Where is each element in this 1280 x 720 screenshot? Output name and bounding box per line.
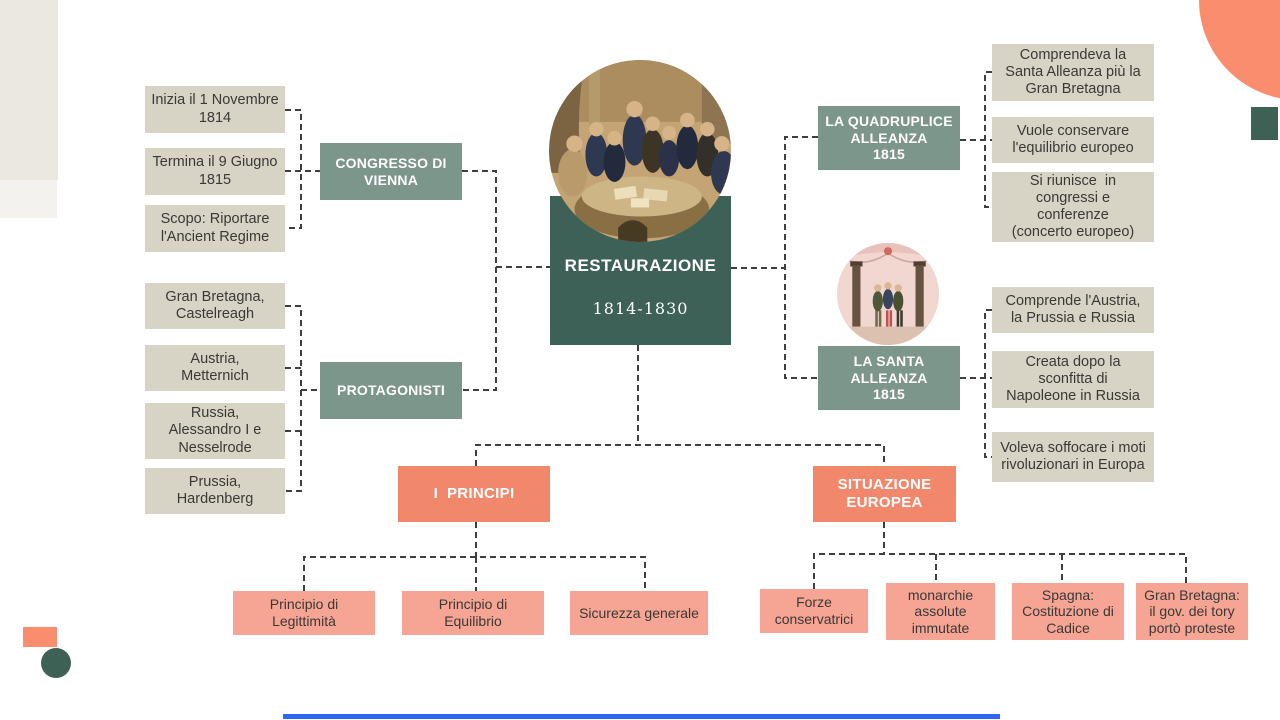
congress-of-vienna-image <box>549 60 731 242</box>
node-scopo-ancient-regime: Scopo: Riportare l'Ancient Regime <box>145 205 285 252</box>
node-vuole-conservare: Vuole conservare l'equilibrio europeo <box>992 117 1154 163</box>
node-comprende-austria: Comprende l'Austria, la Prussia e Russia <box>992 287 1154 333</box>
holy-alliance-image <box>837 243 939 345</box>
node-monarchie-assolute: monarchie assolute immutate <box>886 583 995 640</box>
decor-bottomleft-green-circle <box>41 648 71 678</box>
decor-bottomleft-coral-square <box>23 627 57 647</box>
node-austria-metternich: Austria, Metternich <box>145 345 285 391</box>
node-prussia-hardenberg: Prussia, Hardenberg <box>145 468 285 514</box>
node-inizia-novembre: Inizia il 1 Novembre 1814 <box>145 86 285 133</box>
node-si-riunisce: Si riunisce in congressi e conferenze (c… <box>992 172 1154 242</box>
node-congresso-di-vienna: CONGRESSO DI VIENNA <box>320 143 462 200</box>
node-santa-alleanza: LA SANTA ALLEANZA 1815 <box>818 346 960 410</box>
node-comprendeva-santa-alleanza: Comprendeva la Santa Alleanza più la Gra… <box>992 44 1154 101</box>
node-principio-legittimita: Principio di Legittimità <box>233 591 375 635</box>
node-gran-bretagna-tory: Gran Bretagna: il gov. dei tory portò pr… <box>1136 583 1248 640</box>
node-sicurezza-generale: Sicurezza generale <box>570 591 708 635</box>
video-progress-bar[interactable] <box>283 714 1000 719</box>
decor-topright-green-square <box>1251 107 1278 140</box>
node-termina-giugno: Termina il 9 Giugno 1815 <box>145 148 285 195</box>
node-principio-equilibrio: Principio di Equilibrio <box>402 591 544 635</box>
node-i-principi: I PRINCIPI <box>398 466 550 522</box>
restaurazione-years: 1814-1830 <box>592 299 689 319</box>
node-creata-dopo-sconfitta: Creata dopo la sconfitta di Napoleone in… <box>992 351 1154 408</box>
node-voleva-soffocare: Voleva soffocare i moti rivoluzionari in… <box>992 432 1154 482</box>
decor-left-rectangle-bottom <box>0 180 57 218</box>
node-spagna-cadice: Spagna: Costituzione di Cadice <box>1012 583 1124 640</box>
node-gran-bretagna-castelreagh: Gran Bretagna, Castelreagh <box>145 283 285 329</box>
restaurazione-title: RESTAURAZIONE <box>564 256 717 276</box>
node-quadruplice-alleanza: LA QUADRUPLICE ALLEANZA 1815 <box>818 106 960 170</box>
node-russia-alessandro: Russia, Alessandro I e Nesselrode <box>145 403 285 459</box>
node-situazione-europea: SITUAZIONE EUROPEA <box>813 466 956 522</box>
node-protagonisti: PROTAGONISTI <box>320 362 462 419</box>
node-forze-conservatrici: Forze conservatrici <box>760 589 868 633</box>
decor-left-rectangle-top <box>0 0 58 180</box>
